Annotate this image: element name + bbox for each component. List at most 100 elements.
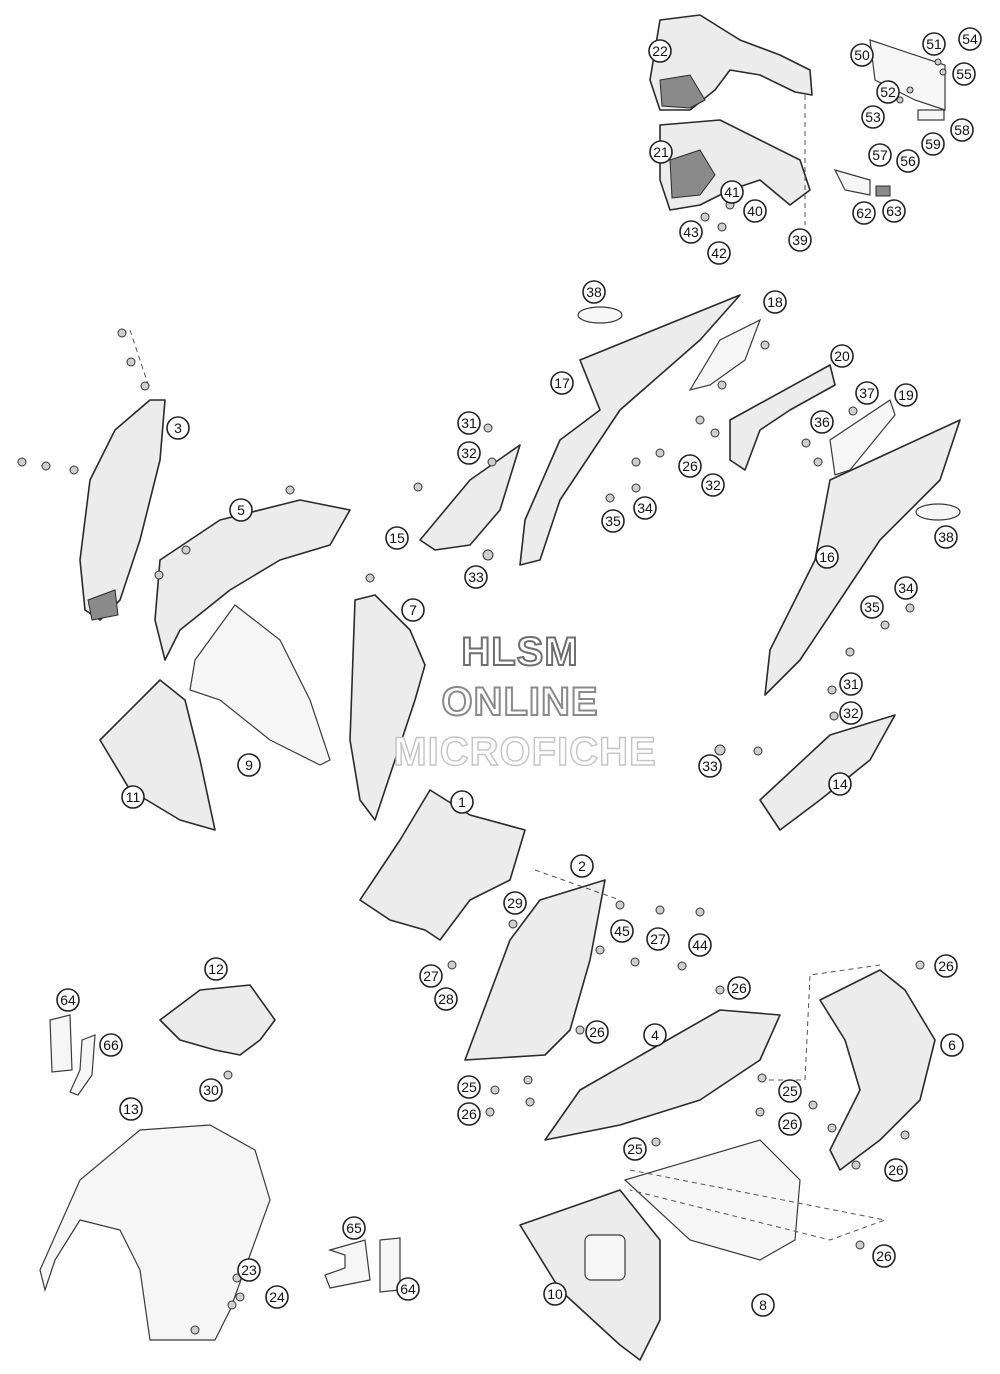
callout-26a[interactable]: 26 (678, 454, 702, 478)
callout-40[interactable]: 40 (743, 199, 767, 223)
callout-26e[interactable]: 26 (457, 1102, 481, 1126)
callout-25b[interactable]: 25 (778, 1079, 802, 1103)
reflector-64-lower[interactable] (379, 1237, 401, 1293)
callout-19[interactable]: 19 (894, 383, 918, 407)
callout-11[interactable]: 11 (121, 785, 145, 809)
callout-52[interactable]: 52 (876, 80, 900, 104)
lower-cowl-4[interactable] (544, 1009, 781, 1141)
callout-44[interactable]: 44 (688, 933, 712, 957)
callout-14[interactable]: 14 (828, 772, 852, 796)
front-fender-13[interactable] (39, 1124, 271, 1341)
tail-frame-21[interactable] (659, 119, 811, 211)
callout-32a[interactable]: 32 (457, 441, 481, 465)
callout-4[interactable]: 4 (643, 1023, 667, 1047)
callout-26d[interactable]: 26 (585, 1020, 609, 1044)
callout-22[interactable]: 22 (648, 39, 672, 63)
inner-panel-11[interactable] (99, 679, 216, 831)
callout-26b[interactable]: 26 (934, 954, 958, 978)
callout-64a[interactable]: 64 (56, 988, 80, 1012)
callout-45[interactable]: 45 (610, 919, 634, 943)
callout-13[interactable]: 13 (119, 1097, 143, 1121)
callout-21[interactable]: 21 (649, 140, 673, 164)
callout-28[interactable]: 28 (434, 987, 458, 1011)
callout-25a[interactable]: 25 (457, 1075, 481, 1099)
callout-9[interactable]: 9 (237, 753, 261, 777)
belly-pan-10[interactable] (519, 1189, 661, 1361)
callout-39[interactable]: 39 (788, 228, 812, 252)
callout-41[interactable]: 41 (720, 180, 744, 204)
bracket-19[interactable] (829, 399, 896, 476)
license-plate-holder-50[interactable] (833, 39, 946, 197)
callout-26f[interactable]: 26 (778, 1112, 802, 1136)
callout-56[interactable]: 56 (896, 149, 920, 173)
callout-33b[interactable]: 33 (698, 754, 722, 778)
side-cover-17[interactable] (519, 294, 741, 566)
callout-26h[interactable]: 26 (872, 1244, 896, 1268)
callout-18[interactable]: 18 (763, 290, 787, 314)
callout-8[interactable]: 8 (751, 1293, 775, 1317)
callout-25c[interactable]: 25 (623, 1137, 647, 1161)
callout-34a[interactable]: 34 (633, 496, 657, 520)
callout-27a[interactable]: 27 (646, 927, 670, 951)
bracket-20[interactable] (729, 364, 836, 471)
callout-35a[interactable]: 35 (601, 509, 625, 533)
reflector-64-upper[interactable] (49, 1014, 73, 1073)
bracket-18[interactable] (688, 318, 762, 391)
callout-33a[interactable]: 33 (464, 565, 488, 589)
callout-51[interactable]: 51 (922, 32, 946, 56)
callout-31a[interactable]: 31 (457, 411, 481, 435)
callout-29[interactable]: 29 (503, 891, 527, 915)
callout-17[interactable]: 17 (550, 371, 574, 395)
callout-1[interactable]: 1 (450, 790, 474, 814)
side-fairing-2[interactable] (464, 879, 606, 1061)
callout-65[interactable]: 65 (342, 1216, 366, 1240)
windscreen-9[interactable] (189, 604, 331, 766)
callout-62[interactable]: 62 (852, 201, 876, 225)
callout-37[interactable]: 37 (855, 381, 879, 405)
callout-30[interactable]: 30 (199, 1078, 223, 1102)
side-cover-16[interactable] (764, 419, 961, 696)
callout-24[interactable]: 24 (265, 1285, 289, 1309)
callout-55[interactable]: 55 (952, 62, 976, 86)
callout-6[interactable]: 6 (940, 1033, 964, 1057)
callout-26g[interactable]: 26 (884, 1158, 908, 1182)
callout-3[interactable]: 3 (166, 416, 190, 440)
side-panel-7[interactable] (349, 594, 426, 821)
callout-42[interactable]: 42 (707, 241, 731, 265)
callout-63[interactable]: 63 (882, 199, 906, 223)
callout-5[interactable]: 5 (229, 498, 253, 522)
tail-cover-22[interactable] (649, 14, 813, 111)
reflector-bracket-65[interactable] (324, 1239, 371, 1289)
callout-34b[interactable]: 34 (894, 576, 918, 600)
callout-32c[interactable]: 32 (839, 701, 863, 725)
callout-26c[interactable]: 26 (727, 976, 751, 1000)
callout-66[interactable]: 66 (99, 1033, 123, 1057)
callout-16[interactable]: 16 (815, 545, 839, 569)
pad-38-left[interactable] (577, 306, 623, 324)
inner-cover-15[interactable] (419, 444, 521, 551)
callout-38b[interactable]: 38 (934, 525, 958, 549)
callout-54[interactable]: 54 (958, 27, 982, 51)
side-fairing-8[interactable] (623, 1139, 801, 1261)
callout-7[interactable]: 7 (401, 598, 425, 622)
callout-35b[interactable]: 35 (860, 595, 884, 619)
callout-58[interactable]: 58 (950, 118, 974, 142)
callout-57[interactable]: 57 (868, 143, 892, 167)
callout-15[interactable]: 15 (385, 526, 409, 550)
upper-fairing-5[interactable] (154, 499, 351, 661)
callout-2[interactable]: 2 (570, 854, 594, 878)
callout-43[interactable]: 43 (679, 220, 703, 244)
callout-64b[interactable]: 64 (396, 1277, 420, 1301)
callout-27b[interactable]: 27 (419, 964, 443, 988)
callout-50[interactable]: 50 (850, 43, 874, 67)
callout-38a[interactable]: 38 (582, 280, 606, 304)
callout-36[interactable]: 36 (810, 410, 834, 434)
air-duct-12[interactable] (159, 984, 276, 1056)
headlight-cover-3[interactable] (79, 399, 166, 621)
callout-20[interactable]: 20 (830, 344, 854, 368)
callout-53[interactable]: 53 (861, 105, 885, 129)
front-fairing-1[interactable] (359, 789, 526, 941)
reflector-bracket-66[interactable] (69, 1034, 96, 1096)
callout-59[interactable]: 59 (921, 132, 945, 156)
callout-32b[interactable]: 32 (701, 473, 725, 497)
